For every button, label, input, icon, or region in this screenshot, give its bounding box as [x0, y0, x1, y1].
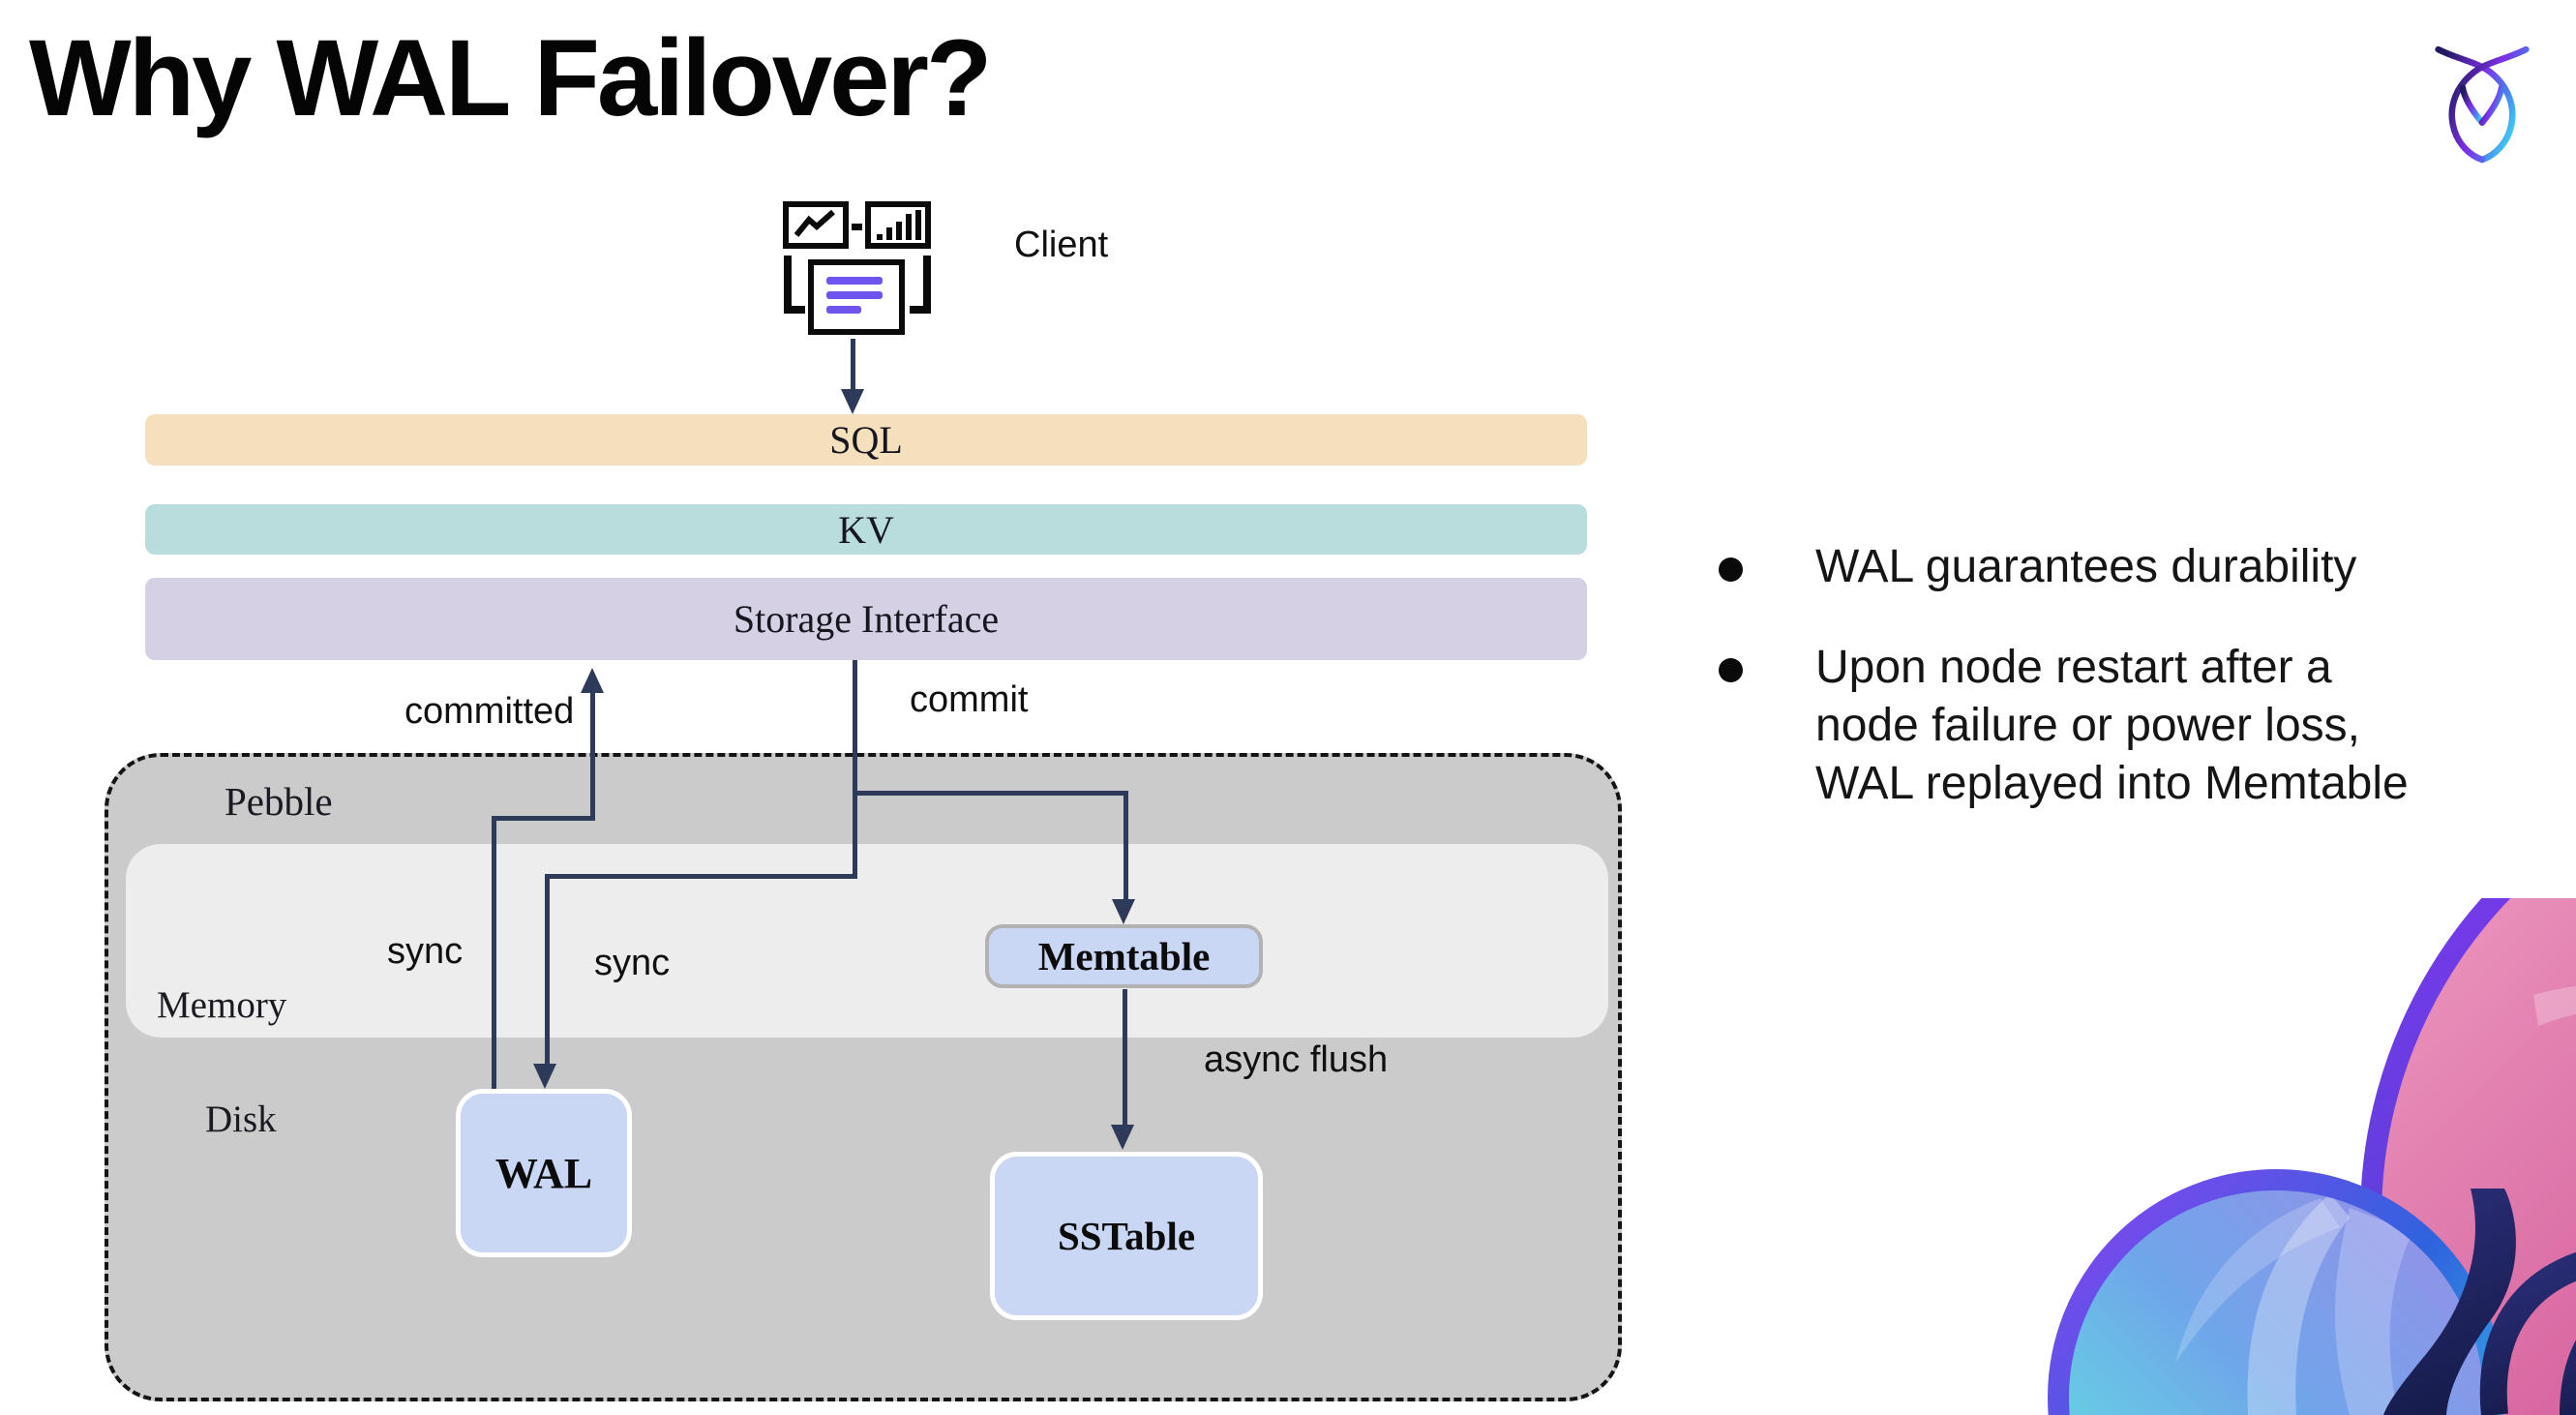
- bullet-1-line-1: WAL guarantees durability: [1815, 541, 2357, 592]
- disk-label: Disk: [205, 1099, 277, 1140]
- layer-sql-label: SQL: [829, 418, 903, 462]
- edge-committed-elbow: [492, 816, 595, 821]
- arrowhead-committed: [581, 668, 604, 693]
- client-icon: [782, 197, 933, 337]
- pebble-label: Pebble: [225, 779, 333, 824]
- layer-sql: SQL: [145, 414, 1587, 466]
- edge-label-sync-left: sync: [387, 931, 464, 972]
- edge-committed-lower: [492, 816, 496, 1089]
- bullet-2-line-2: node failure or power loss,: [1815, 700, 2360, 751]
- node-sstable: SSTable: [990, 1152, 1263, 1320]
- node-memtable: Memtable: [985, 924, 1263, 988]
- memory-label: Memory: [157, 984, 287, 1026]
- arrowhead-memtable: [1112, 899, 1135, 924]
- edge-sync-elbow: [545, 874, 857, 879]
- node-wal-label: WAL: [494, 1149, 593, 1197]
- arrowhead-sstable: [1111, 1125, 1134, 1150]
- arrowhead-wal: [533, 1064, 556, 1089]
- bullet-2-line-3: WAL replayed into Memtable: [1815, 758, 2409, 809]
- node-sstable-label: SSTable: [1057, 1214, 1196, 1258]
- edge-sync-drop: [545, 874, 550, 1064]
- edge-label-committed: committed: [404, 691, 575, 732]
- page-title: Why WAL Failover?: [29, 17, 992, 138]
- edge-client-sql: [851, 339, 855, 391]
- edge-label-sync-right: sync: [594, 943, 671, 983]
- edge-committed-upper: [590, 691, 595, 819]
- edge-commit-main: [853, 660, 857, 879]
- client-label: Client: [1014, 225, 1109, 265]
- layer-kv: KV: [145, 504, 1587, 555]
- layer-storage-label: Storage Interface: [733, 597, 1000, 641]
- layer-storage-interface: Storage Interface: [145, 578, 1587, 660]
- bullet-dot-1: [1719, 557, 1743, 582]
- edge-async-flush: [1123, 989, 1127, 1125]
- brand-decoration-graphic: [2030, 898, 2576, 1415]
- arrowhead-client-sql: [841, 389, 864, 414]
- memory-band: [126, 844, 1608, 1038]
- node-memtable-label: Memtable: [1037, 934, 1211, 978]
- edge-commit-to-memtable: [853, 791, 1128, 796]
- edge-label-commit: commit: [910, 679, 1029, 720]
- edge-memtable-drop: [1123, 791, 1128, 899]
- layer-kv-label: KV: [838, 507, 894, 552]
- bullet-dot-2: [1719, 658, 1743, 682]
- bullet-2-line-1: Upon node restart after a: [1815, 642, 2332, 693]
- edge-label-async-flush: async flush: [1204, 1039, 1389, 1080]
- node-wal: WAL: [456, 1089, 632, 1257]
- cockroachdb-logo-icon: [2433, 43, 2531, 165]
